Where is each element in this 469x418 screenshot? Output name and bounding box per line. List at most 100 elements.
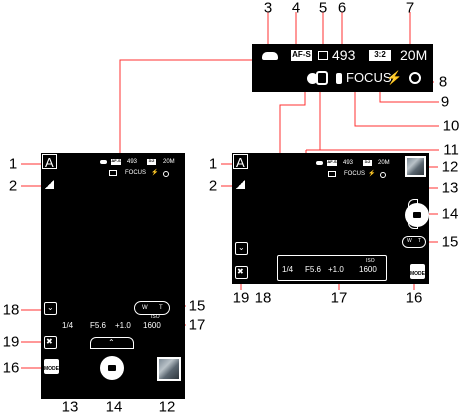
playback-thumbnail[interactable]: [405, 156, 426, 177]
chevron-up-button[interactable]: [90, 337, 134, 349]
shots-remaining: 493: [332, 47, 356, 63]
focus-label: FOCUS: [125, 170, 146, 176]
chevron-up-icon: ⌃: [108, 338, 115, 347]
signal-icon: [236, 180, 245, 189]
shutter-button[interactable]: [405, 203, 429, 227]
landscape-screen: A AF-S 493 3:2 20M FOCUS ⚡ ‹ W T ⌄ ✖ 1/4…: [232, 153, 429, 284]
cloud-icon: [262, 52, 278, 60]
callout-18-right: 18: [254, 289, 272, 307]
flash-icon: ⚡: [386, 70, 403, 85]
callout-8: 8: [438, 73, 448, 91]
chevron-down-icon: ⌄: [47, 303, 54, 312]
chevron-down-button[interactable]: [235, 242, 248, 255]
cloud-icon: [316, 161, 323, 165]
callout-2-left: 2: [8, 177, 18, 195]
callout-12-left: 12: [158, 398, 176, 416]
tools-icon: ✖: [46, 337, 53, 346]
callout-16-right: 16: [405, 289, 423, 307]
aspect-badge: 3:2: [147, 158, 156, 165]
self-timer-icon: [163, 171, 169, 177]
callout-13-right: 13: [441, 179, 459, 197]
zoom-w: W: [407, 238, 412, 244]
exposure-comp: +1.0: [328, 265, 344, 274]
person-icon: [307, 73, 318, 84]
exposure-info-box: [277, 255, 387, 281]
aspect-badge: 3:2: [363, 159, 372, 166]
callout-1-left: 1: [8, 155, 18, 173]
af-mode-badge: AF-S: [291, 50, 312, 61]
tools-icon: ✖: [237, 267, 244, 276]
focus-label: FOCUS: [346, 70, 392, 85]
callout-3: 3: [263, 0, 273, 17]
card-icon: [318, 51, 328, 60]
callout-14-left: 14: [105, 398, 123, 416]
callout-19-left: 19: [2, 333, 20, 351]
self-timer-icon: [380, 172, 386, 178]
callout-14-right: 14: [441, 205, 459, 223]
image-size: 20M: [378, 160, 390, 166]
shots-remaining: 493: [127, 159, 138, 165]
face-frame-icon: [316, 71, 328, 85]
mode-indicator[interactable]: [42, 154, 57, 169]
aspect-badge: 3:2: [369, 50, 391, 61]
mode-button[interactable]: MODE: [410, 264, 425, 279]
iso-value: 1600: [359, 265, 377, 274]
af-mode-badge: AF-S: [327, 159, 337, 166]
callout-2-right: 2: [208, 177, 218, 195]
mode-button[interactable]: MODE: [44, 359, 59, 374]
signal-icon: [45, 180, 54, 189]
enlarged-info-panel: AF-S 493 3:2 20M FOCUS ⚡: [252, 44, 433, 92]
callout-4: 4: [291, 0, 301, 17]
callout-12-right: 12: [441, 158, 459, 176]
iso-value: 1600: [143, 321, 161, 330]
callout-5: 5: [318, 0, 328, 17]
callout-15-left: 15: [188, 297, 206, 315]
aperture: F5.6: [90, 321, 107, 330]
callout-11: 11: [443, 141, 459, 159]
iso-label: ISO: [151, 314, 160, 320]
flash-icon: ⚡: [368, 171, 376, 177]
mode-indicator[interactable]: [233, 154, 248, 169]
chevron-down-icon: ⌄: [238, 243, 245, 252]
callout-18-left: 18: [2, 301, 20, 319]
callout-15-right: 15: [441, 233, 459, 251]
shutter-speed: 1/4: [282, 265, 294, 274]
callout-17-right: 17: [330, 289, 348, 307]
flash-icon: ⚡: [151, 170, 159, 176]
portrait-screen: A AF-S 493 3:2 20M FOCUS ⚡ ⌄ W T ✖ 1/4 F…: [41, 153, 185, 399]
image-size: 20M: [400, 47, 428, 63]
zoom-w: W: [142, 305, 148, 311]
face-frame-icon: [328, 171, 336, 177]
callout-17-left: 17: [188, 316, 206, 334]
callout-9: 9: [440, 93, 450, 111]
exposure-comp: +1.0: [115, 321, 131, 330]
callout-10: 10: [442, 117, 460, 135]
af-mode-badge: AF-S: [111, 158, 121, 165]
shutter-speed: 1/4: [62, 321, 74, 330]
callout-16-left: 16: [2, 359, 20, 377]
playback-thumbnail[interactable]: [157, 357, 181, 381]
tools-button[interactable]: [44, 336, 57, 349]
face-frame-icon: [109, 170, 117, 176]
zoom-t: T: [159, 305, 163, 311]
callout-1-right: 1: [208, 155, 218, 173]
zoom-bar[interactable]: [402, 236, 426, 248]
chevron-down-button[interactable]: [44, 302, 57, 315]
callout-19-right: 19: [232, 289, 250, 307]
shots-remaining: 493: [343, 160, 354, 166]
zoom-t: T: [418, 238, 422, 244]
aperture: F5.6: [305, 265, 322, 274]
cloud-icon: [100, 160, 107, 164]
callout-7: 7: [405, 0, 415, 17]
shutter-button[interactable]: [100, 356, 124, 380]
focus-label: FOCUS: [344, 171, 365, 177]
callout-13-left: 13: [61, 398, 79, 416]
mode-letter: A: [236, 155, 245, 170]
callout-6: 6: [337, 0, 347, 17]
tools-button[interactable]: [235, 266, 248, 279]
iso-label: ISO: [366, 258, 375, 264]
mode-letter: A: [45, 155, 54, 170]
self-timer-icon: [409, 72, 421, 84]
image-size: 20M: [163, 159, 175, 165]
zoom-bar[interactable]: [134, 301, 170, 315]
